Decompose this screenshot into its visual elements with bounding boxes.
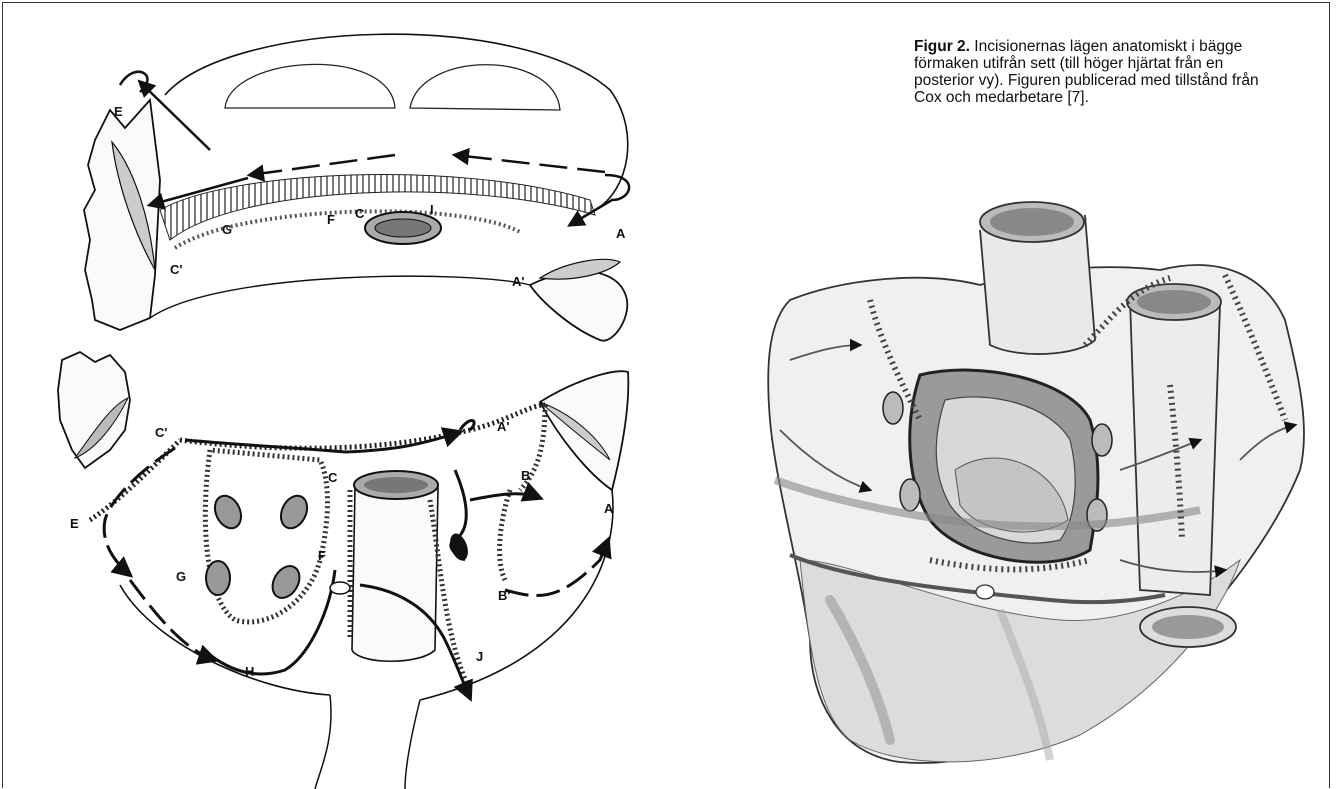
upper-valve-left <box>225 64 395 108</box>
lower-label-G: G <box>176 569 186 584</box>
upper-label-G: G <box>222 222 232 237</box>
upper-label-A-prime: A' <box>512 274 524 289</box>
lower-pv-isolation-box <box>205 450 327 622</box>
lower-label-B: B <box>521 468 530 483</box>
upper-label-F: F <box>327 212 335 227</box>
upper-right-appendage <box>530 271 627 340</box>
lower-label-B-prime: B' <box>498 588 510 603</box>
upper-label-I: I <box>430 202 434 217</box>
lower-label-F: F <box>318 548 326 563</box>
lower-label-E: E <box>70 516 79 531</box>
upper-label-C-prime: C' <box>170 262 182 277</box>
upper-valve-right <box>410 65 560 110</box>
upper-label-E: E <box>114 104 123 119</box>
vena-cava <box>1130 300 1220 595</box>
lower-atria-diagram: C' A' B A C E F G H J B' <box>58 352 628 789</box>
heart-illustration <box>768 202 1304 763</box>
upper-atria-diagram: E A A' C' C F G I <box>84 34 629 340</box>
lower-label-A-prime: A' <box>497 419 509 434</box>
lower-label-A: A <box>604 501 614 516</box>
upper-label-A: A <box>616 226 626 241</box>
upper-left-appendage <box>84 100 160 330</box>
lower-label-H: H <box>245 664 254 679</box>
lower-label-C: C <box>328 470 338 485</box>
upper-label-C: C <box>355 206 365 221</box>
lower-label-C-prime: C' <box>155 425 167 440</box>
lower-label-J: J <box>476 649 483 664</box>
